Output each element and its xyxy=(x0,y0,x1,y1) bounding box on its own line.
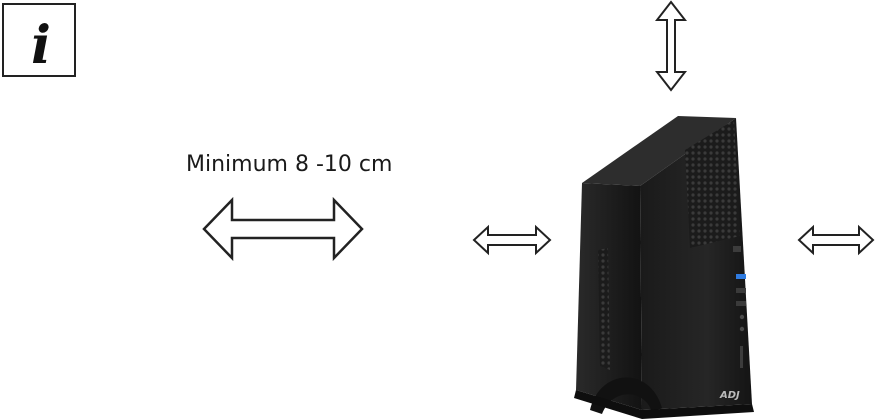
info-icon: i xyxy=(31,15,51,76)
svg-text:i: i xyxy=(31,15,51,76)
pc-side-panel xyxy=(576,183,642,410)
audio-jack-icon xyxy=(739,314,745,320)
desktop-pc-tower: ADJ xyxy=(574,116,754,419)
pc-front-mesh xyxy=(685,120,740,248)
horizontal-double-arrow-icon xyxy=(797,224,875,256)
horizontal-double-arrow-icon xyxy=(202,197,364,261)
usb-port-icon xyxy=(736,274,746,279)
clearance-label: Minimum 8 -10 cm xyxy=(186,152,393,177)
audio-jack-icon xyxy=(739,326,745,332)
vertical-double-arrow-icon xyxy=(655,0,687,92)
card-slot xyxy=(740,346,743,368)
pc-side-vent xyxy=(598,248,610,370)
pc-base xyxy=(574,390,754,419)
info-icon-box: i xyxy=(2,3,76,77)
power-button xyxy=(733,246,741,252)
usb-port-icon xyxy=(736,301,746,306)
usb-port-icon xyxy=(736,288,746,293)
pc-top-face xyxy=(582,116,736,186)
pc-brand-logo: ADJ xyxy=(719,390,740,401)
horizontal-double-arrow-icon xyxy=(472,224,552,256)
pc-stand xyxy=(590,377,662,414)
